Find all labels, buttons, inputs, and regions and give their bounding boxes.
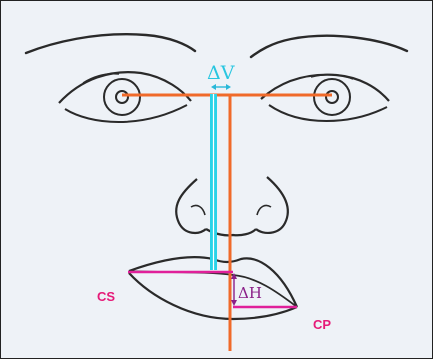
delta-v-label: ΔV (207, 62, 235, 84)
right-eyebrow (251, 36, 407, 57)
delta-v-arrow (211, 84, 231, 90)
left-eye (59, 72, 191, 122)
left-eyebrow (26, 34, 195, 53)
nose (176, 177, 288, 235)
cs-label: CS (97, 289, 115, 304)
delta-h-arrow (231, 273, 237, 306)
right-eye (261, 75, 389, 121)
delta-h-label: ΔH (238, 284, 262, 302)
cp-label: CP (313, 317, 331, 332)
